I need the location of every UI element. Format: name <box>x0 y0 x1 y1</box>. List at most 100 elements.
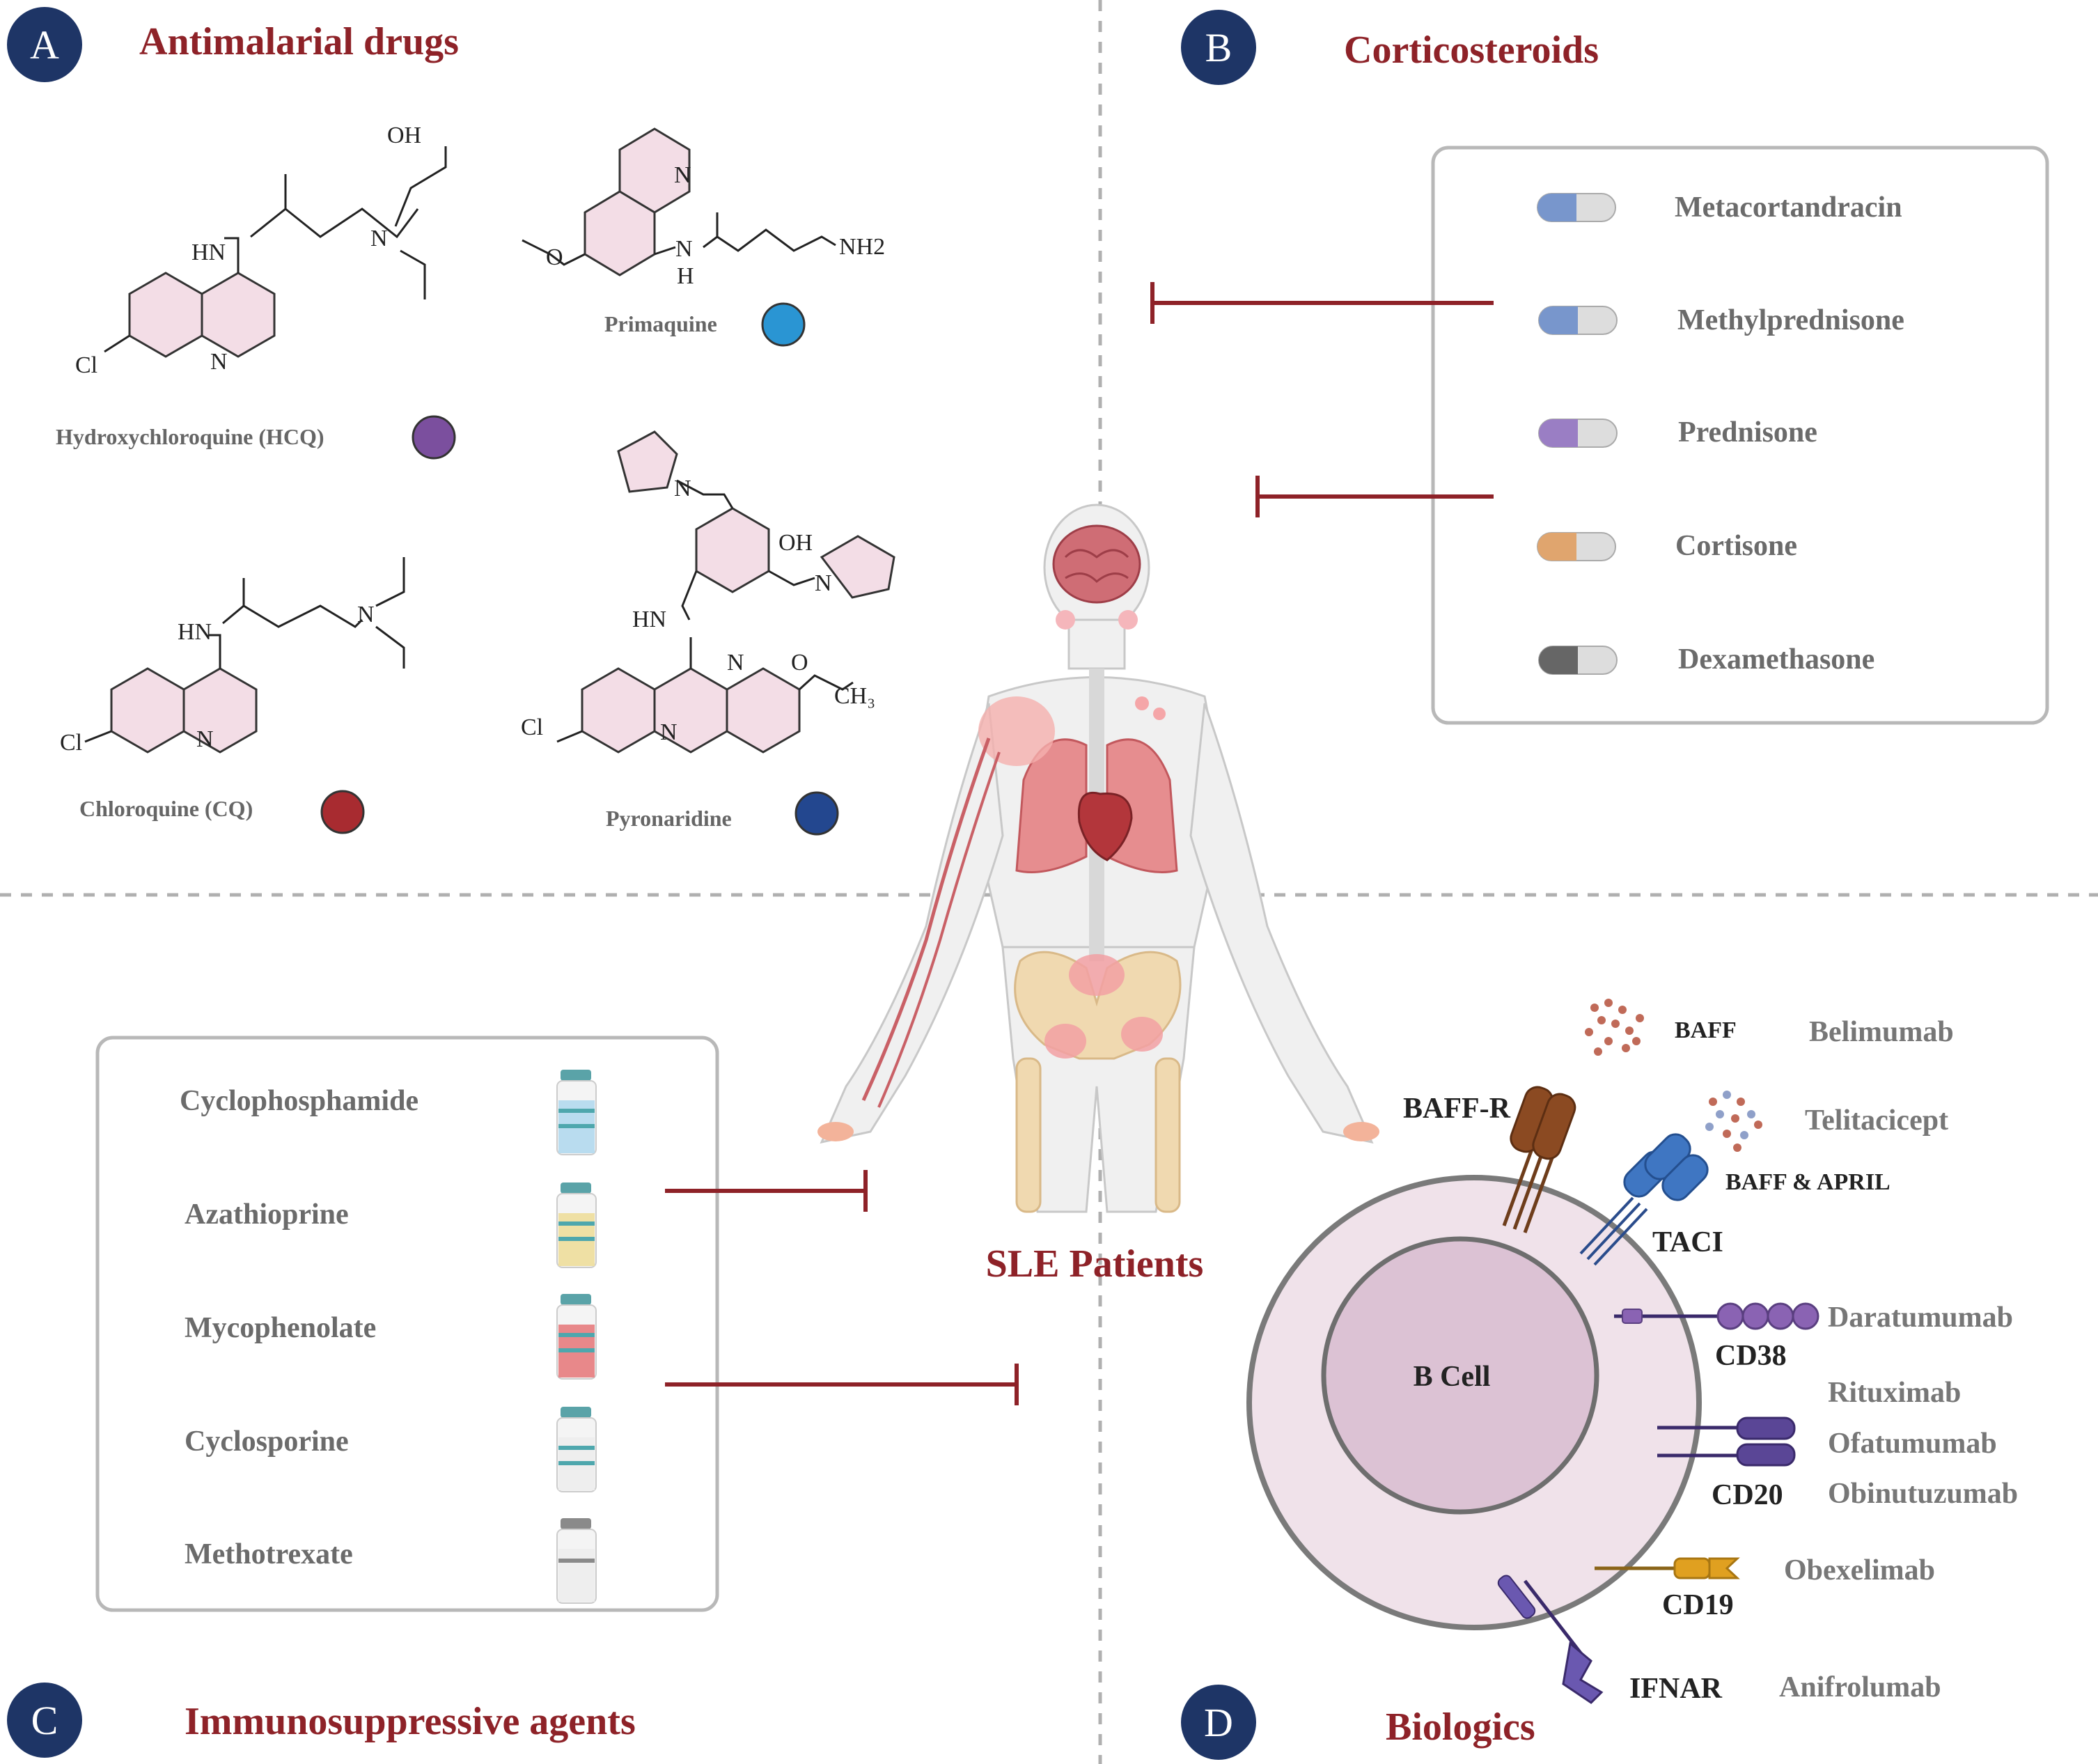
vial-icon <box>556 1407 597 1492</box>
section-d-badge-letter: D <box>1204 1700 1233 1745</box>
cq-name: Chloroquine (CQ) <box>79 796 253 821</box>
taci-label: TACI <box>1652 1226 1723 1258</box>
ifnar-label: IFNAR <box>1629 1673 1723 1705</box>
brain-icon <box>1052 524 1141 604</box>
primaquine-dot <box>761 302 806 347</box>
pyronaridine-n4-label: N <box>660 719 678 745</box>
corticosteroid-name: Methylprednisone <box>1677 304 1904 336</box>
cd19-label: CD19 <box>1662 1589 1734 1621</box>
pyronaridine-ch3-label: CH₃ <box>834 683 875 709</box>
baff-r-label: BAFF-R <box>1403 1093 1511 1125</box>
immunosuppressant-name: Azathioprine <box>185 1199 349 1231</box>
section-b-title: Corticosteroids <box>1344 29 1599 72</box>
cd20-receptor-icon <box>1657 1416 1796 1467</box>
pill-half-icon <box>1539 306 1578 334</box>
obinutuzumab-label: Obinutuzumab <box>1828 1478 2018 1510</box>
center-label: SLE Patients <box>986 1242 1204 1286</box>
section-a-title: Antimalarial drugs <box>139 20 459 63</box>
pyronaridine-n2-label: N <box>815 570 832 596</box>
pyronaridine-n3-label: N <box>727 650 744 676</box>
section-b-badge-letter: B <box>1205 25 1232 70</box>
lungs-icon <box>1015 738 1088 873</box>
baff-ligand-icon <box>1585 999 1644 1056</box>
cq-structure: N HN Cl N <box>60 557 405 756</box>
corticosteroid-item-prednisone: Prednisone <box>1538 416 1817 448</box>
section-a-badge-letter: A <box>30 22 59 68</box>
hcq-structure: OH N HN Cl N <box>75 123 447 378</box>
immunosuppressant-item-mycophenolate: Mycophenolate <box>185 1294 597 1380</box>
pyronaridine-n1-label: N <box>674 476 691 501</box>
cq-dot <box>320 790 365 834</box>
corticosteroid-item-dexamethasone: Dexamethasone <box>1538 643 1874 676</box>
primaquine-n-label: N <box>675 236 693 262</box>
immunosuppressant-name: Cyclophosphamide <box>180 1085 418 1117</box>
rituximab-label: Rituximab <box>1828 1377 1961 1409</box>
corticosteroid-name: Cortisone <box>1675 530 1797 562</box>
corticosteroid-box <box>1431 146 2049 725</box>
immunosuppressant-name: Methotrexate <box>185 1538 353 1570</box>
corticosteroid-name: Dexamethasone <box>1678 643 1874 676</box>
primaquine-h-label: H <box>677 263 694 289</box>
section-d-header: D Biologics <box>1181 1685 1535 1760</box>
daratumumab-label: Daratumumab <box>1828 1302 2013 1334</box>
corticosteroid-item-cortisone: Cortisone <box>1537 530 1797 562</box>
corticosteroid-list: Metacortandracin Methylprednisone Predni… <box>1537 192 1904 676</box>
b-cell-nucleus <box>1321 1236 1599 1515</box>
hcq-cl-label: Cl <box>75 352 97 378</box>
section-c-badge-letter: C <box>31 1698 58 1743</box>
primaquine-name: Primaquine <box>604 311 717 336</box>
primaquine-o-label: O <box>546 244 563 270</box>
pill-half-icon <box>1539 419 1578 447</box>
anifrolumab-label: Anifrolumab <box>1779 1671 1941 1703</box>
vial-icon <box>556 1294 597 1380</box>
ofatumumab-label: Ofatumumab <box>1828 1428 1997 1460</box>
primaquine-nh2-label: NH2 <box>839 234 885 260</box>
immunosuppressant-item-azathioprine: Azathioprine <box>185 1182 597 1268</box>
section-b-header: B Corticosteroids <box>1181 10 1599 85</box>
cd38-label: CD38 <box>1715 1340 1787 1372</box>
cq-n-label: N <box>357 602 375 627</box>
taci-receptor-icon <box>1579 1133 1709 1266</box>
corticosteroid-item-methylprednisone: Methylprednisone <box>1538 304 1904 336</box>
immunosuppressant-list: Cyclophosphamide Azathioprine Mycophenol… <box>180 1070 597 1604</box>
pill-half-icon <box>1537 194 1576 221</box>
heart-icon <box>1077 792 1133 861</box>
corticosteroid-name: Metacortandracin <box>1675 192 1902 224</box>
pyronaridine-structure: N OH N HN N O CH₃ Cl N <box>521 430 895 754</box>
telitacicept-label: Telitacicept <box>1805 1105 1948 1137</box>
section-d-badge <box>1181 1685 1256 1760</box>
cd20-label: CD20 <box>1712 1479 1783 1511</box>
cq-cl-label: Cl <box>60 730 82 756</box>
hcq-hn-label: HN <box>191 240 226 265</box>
vial-icon <box>556 1518 597 1604</box>
immunosuppressant-inhibition-arrows <box>665 1170 1019 1405</box>
baff-april-ligand-icon <box>1705 1091 1762 1152</box>
section-c-header: C Immunosuppressive agents <box>7 1683 636 1758</box>
pyronaridine-o-label: O <box>791 650 808 676</box>
cd38-receptor-icon <box>1614 1302 1819 1330</box>
pyronaridine-name: Pyronaridine <box>606 806 732 831</box>
pyronaridine-hn-label: HN <box>632 607 666 632</box>
immunosuppressant-item-cyclosporine: Cyclosporine <box>185 1407 597 1492</box>
section-b-badge <box>1181 10 1256 85</box>
immunosuppressant-name: Cyclosporine <box>185 1426 349 1458</box>
ifnar-receptor-icon <box>1497 1575 1604 1704</box>
baff-r-receptor-icon <box>1502 1086 1576 1233</box>
belimumab-label: Belimumab <box>1809 1016 1954 1048</box>
cd19-receptor-icon <box>1595 1557 1740 1579</box>
immunosuppressant-item-methotrexate: Methotrexate <box>185 1518 597 1604</box>
primaquine-structure: N O N H NH2 <box>522 127 885 289</box>
corticosteroid-inhibition-arrows <box>1150 282 1494 517</box>
hcq-ring-n-label: N <box>210 349 228 375</box>
pyronaridine-cl-label: Cl <box>521 715 543 740</box>
hcq-n-label: N <box>370 226 388 251</box>
corticosteroid-name: Prednisone <box>1678 416 1817 448</box>
hcq-name: Hydroxychloroquine (HCQ) <box>56 424 324 449</box>
primaquine-ring-n-label: N <box>674 162 691 188</box>
section-c-title: Immunosuppressive agents <box>185 1700 636 1743</box>
corticosteroid-item-metacortandracin: Metacortandracin <box>1537 192 1902 224</box>
cq-ring-n-label: N <box>196 726 214 752</box>
pill-half-icon <box>1537 533 1576 561</box>
human-body-illustration <box>817 504 1379 1213</box>
